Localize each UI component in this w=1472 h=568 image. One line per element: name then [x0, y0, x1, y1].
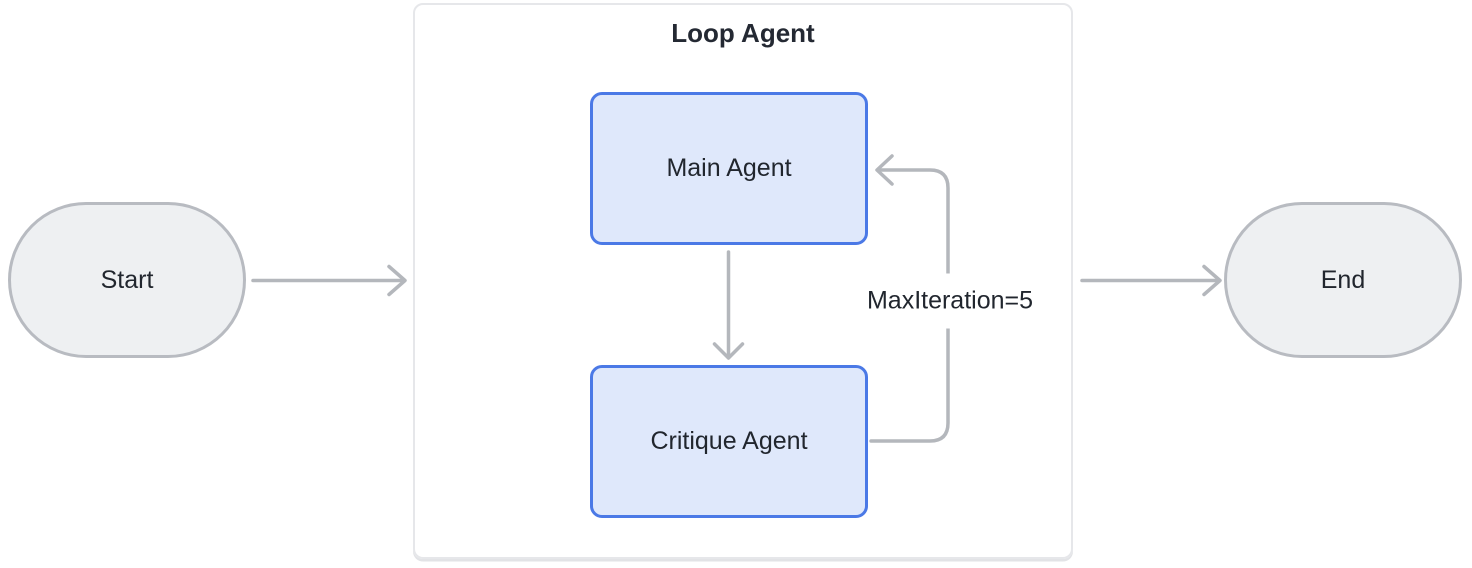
- edge-start-to-loop-agent: [251, 264, 407, 297]
- arrowhead-down-icon: [712, 342, 745, 360]
- edge-main-to-critique: [712, 250, 745, 360]
- loop-agent-container: Loop Agent Main Agent Critique Agent Max…: [413, 3, 1073, 559]
- node-critique-agent: Critique Agent: [590, 365, 868, 518]
- arrowhead-right-icon: [387, 264, 407, 297]
- arrowhead-right-icon: [1202, 264, 1222, 297]
- loop-iteration-label: MaxIteration=5: [862, 273, 1038, 329]
- node-start: Start: [8, 202, 246, 358]
- node-critique-agent-label: Critique Agent: [650, 427, 808, 455]
- node-end-label: End: [1320, 265, 1366, 294]
- arrowhead-left-icon: [875, 154, 894, 186]
- edge-loop-agent-to-end: [1080, 264, 1222, 297]
- node-main-agent-label: Main Agent: [666, 154, 792, 182]
- node-end: End: [1224, 202, 1462, 358]
- loop-agent-title: Loop Agent: [671, 18, 815, 48]
- node-start-label: Start: [100, 265, 154, 294]
- node-main-agent: Main Agent: [590, 92, 868, 245]
